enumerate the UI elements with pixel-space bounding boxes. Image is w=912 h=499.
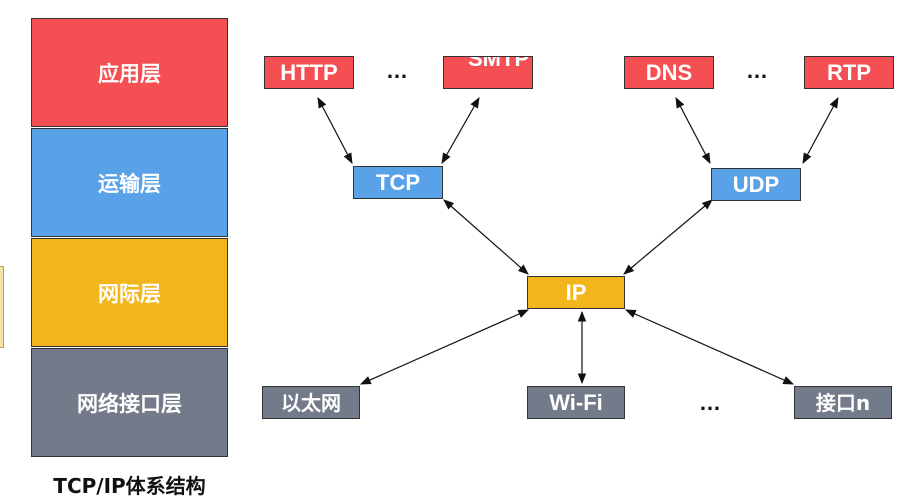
layer-network-interface: 网络接口层	[31, 348, 228, 457]
link-rtp-udp	[802, 97, 839, 164]
interface-wifi: Wi-Fi	[527, 386, 625, 419]
interface-wifi-label: Wi-Fi	[549, 389, 603, 415]
protocol-ip-label: IP	[565, 279, 587, 305]
protocol-dns-label: DNS	[645, 59, 693, 85]
protocol-dns: DNS	[624, 56, 714, 89]
interface-ethernet-label: 以太网	[281, 390, 341, 415]
protocol-rtp-label: RTP	[827, 59, 871, 85]
interface-n-label: 接口n	[815, 390, 871, 415]
layer-transport: 运输层	[31, 128, 228, 237]
protocol-udp: UDP	[711, 168, 801, 201]
interface-ethernet: 以太网	[262, 386, 360, 419]
link-dns-udp	[675, 97, 711, 164]
ellipsis-application-right: …	[746, 58, 769, 83]
link-smtp-tcp	[441, 97, 480, 164]
link-http-tcp	[317, 97, 353, 164]
protocol-udp-label: UDP	[732, 171, 780, 197]
ellipsis-application-left: …	[386, 58, 409, 83]
layer-application: 应用层	[31, 18, 228, 127]
layer-internet: 网际层	[31, 238, 228, 347]
ellipsis-interface: …	[699, 390, 722, 415]
protocol-tcp: TCP	[353, 166, 443, 199]
link-ip-ethernet	[360, 309, 529, 385]
protocol-rtp: RTP	[804, 56, 894, 89]
link-tcp-ip	[443, 199, 529, 275]
protocol-http: HTTP	[264, 56, 354, 89]
protocol-smtp: SMTP	[443, 56, 533, 89]
interface-n: 接口n	[794, 386, 892, 419]
protocol-http-label: HTTP	[280, 59, 338, 85]
left-edge-fragment	[0, 266, 4, 348]
protocol-ip: IP	[527, 276, 625, 309]
protocol-smtp-label: SMTP	[468, 56, 530, 71]
link-ip-interface-n	[625, 309, 794, 385]
protocol-tcp-label: TCP	[376, 169, 420, 195]
link-udp-ip	[623, 199, 713, 275]
stack-caption: TCP/IP体系结构	[53, 474, 206, 498]
